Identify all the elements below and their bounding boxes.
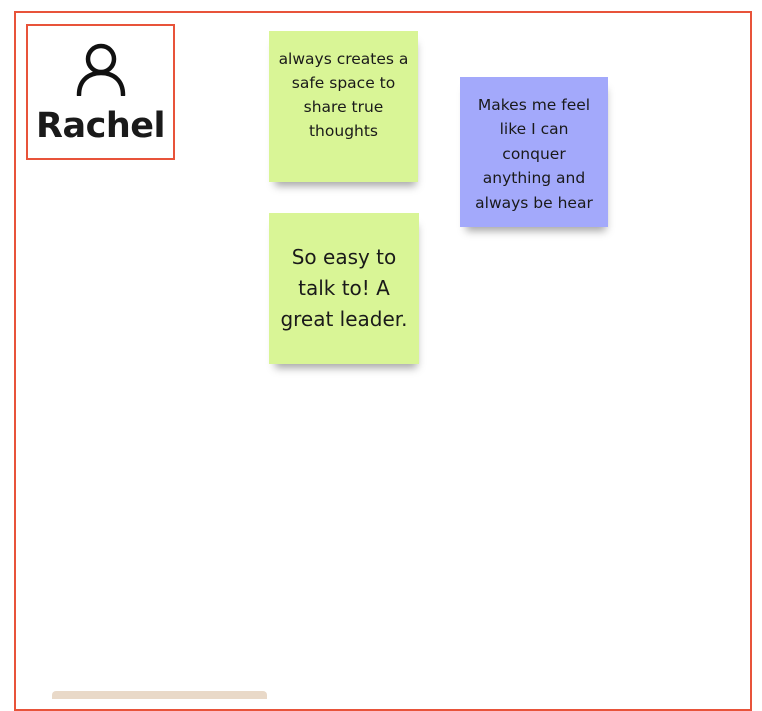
bottom-scroll-tab[interactable] xyxy=(52,691,267,699)
sticky-note-text: Makes me feel like I can conquer anythin… xyxy=(475,95,593,212)
sticky-note[interactable]: Makes me feel like I can conquer anythin… xyxy=(460,77,608,227)
sticky-note[interactable]: So easy to talk to! A great leader. xyxy=(269,213,419,364)
person-name: Rachel xyxy=(36,106,165,146)
sticky-note[interactable]: always creates a safe space to share tru… xyxy=(269,31,418,182)
sticky-note-text: So easy to talk to! A great leader. xyxy=(280,245,408,331)
user-icon xyxy=(76,43,125,96)
person-card[interactable]: Rachel xyxy=(26,24,175,160)
sticky-note-text: always creates a safe space to share tru… xyxy=(278,49,409,140)
